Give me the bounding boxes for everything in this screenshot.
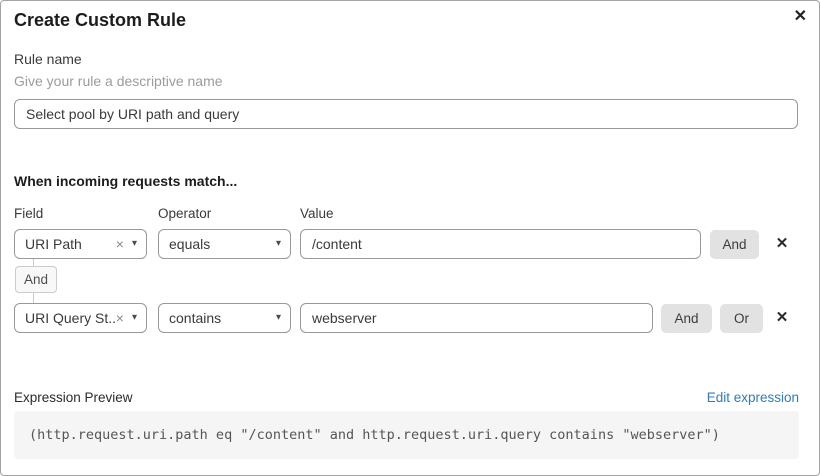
add-or-button-row2[interactable]: Or: [720, 304, 763, 333]
expression-code-block: (http.request.uri.path eq "/content" and…: [14, 411, 799, 459]
rule-name-label: Rule name: [14, 51, 82, 67]
expression-code: (http.request.uri.path eq "/content" and…: [29, 427, 720, 443]
chevron-down-icon: ▾: [275, 238, 281, 249]
field-select-row1-value: URI Path: [25, 236, 82, 252]
rule-name-helper: Give your rule a descriptive name: [14, 73, 223, 89]
add-and-button-row2[interactable]: And: [661, 304, 712, 333]
chevron-down-icon: ▾: [275, 312, 281, 323]
connector-line-bottom: [33, 293, 34, 303]
rule-name-input[interactable]: [14, 99, 798, 129]
field-select-row1[interactable]: URI Path × ▾: [14, 229, 147, 259]
and-connector-chip: And: [15, 266, 57, 293]
operator-column-label: Operator: [158, 206, 212, 221]
operator-select-row1-value: equals: [169, 236, 211, 252]
dialog-title: Create Custom Rule: [14, 10, 187, 30]
clear-field-icon[interactable]: ×: [115, 236, 124, 252]
value-column-label: Value: [300, 206, 334, 221]
operator-select-row1[interactable]: equals ▾: [158, 229, 291, 259]
field-select-row2[interactable]: URI Query St... × ▾: [14, 303, 147, 333]
chevron-down-icon: ▾: [131, 238, 137, 249]
match-heading: When incoming requests match...: [14, 173, 238, 189]
chevron-down-icon: ▾: [131, 312, 137, 323]
remove-row2-icon[interactable]: ✕: [771, 303, 793, 333]
add-and-button-row1[interactable]: And: [710, 230, 759, 259]
expression-preview-label: Expression Preview: [14, 390, 133, 405]
connector-line-top: [33, 259, 34, 266]
value-input-row1[interactable]: [300, 229, 701, 259]
clear-field-icon[interactable]: ×: [115, 310, 124, 326]
edit-expression-link[interactable]: Edit expression: [706, 390, 799, 405]
operator-select-row2[interactable]: contains ▾: [158, 303, 291, 333]
close-icon[interactable]: ✕: [793, 8, 807, 25]
remove-row1-icon[interactable]: ✕: [771, 229, 793, 259]
value-input-row2[interactable]: [300, 303, 653, 333]
field-column-label: Field: [14, 206, 44, 221]
operator-select-row2-value: contains: [169, 310, 222, 326]
field-select-row2-value: URI Query St...: [25, 310, 116, 326]
